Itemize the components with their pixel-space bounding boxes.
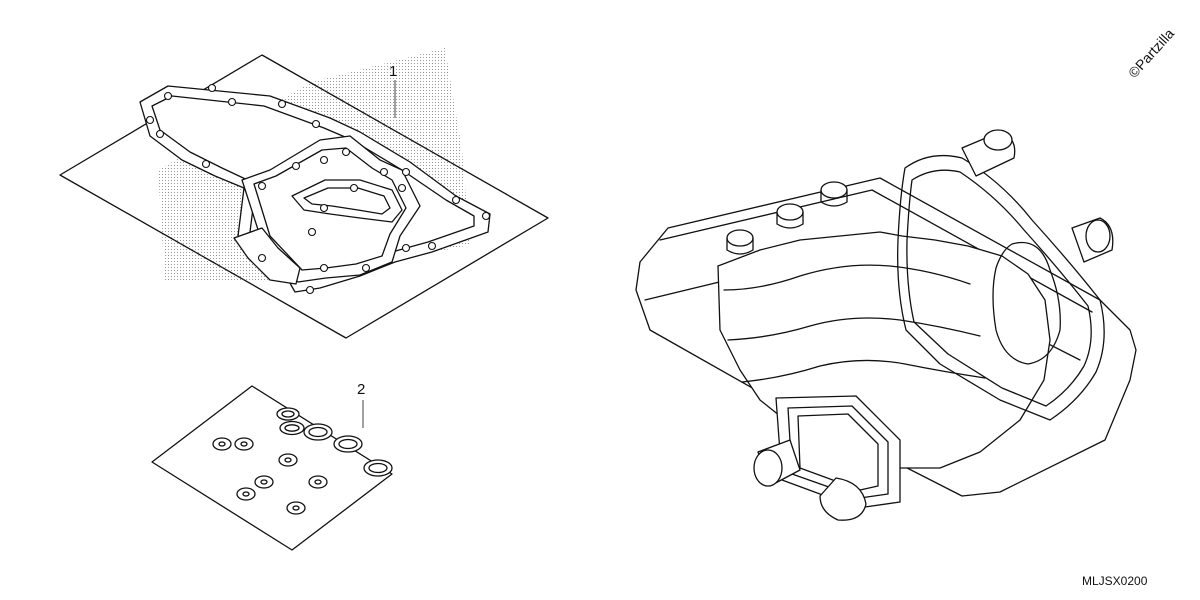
engine-drawing xyxy=(635,129,1137,521)
gasket-kit-a-drawing xyxy=(59,48,549,339)
callout-2[interactable]: 2 xyxy=(357,381,366,398)
gasket-kit-b-drawing xyxy=(151,385,393,551)
callout-1[interactable]: 1 xyxy=(389,63,398,80)
diagram-code: MLJSX0200 xyxy=(1082,574,1148,588)
